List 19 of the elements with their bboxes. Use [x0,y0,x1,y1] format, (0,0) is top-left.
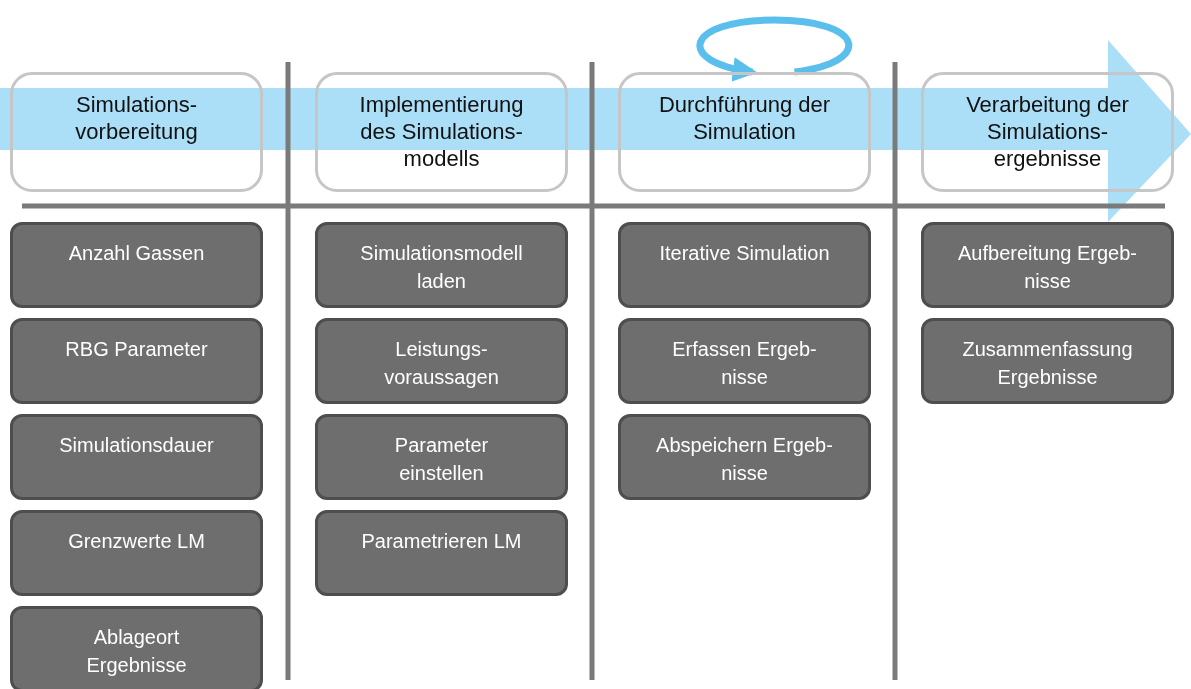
task-box: Abspeichern Ergeb- nisse [618,414,871,500]
task-box: Zusammenfassung Ergebnisse [921,318,1174,404]
task-box: Iterative Simulation [618,222,871,308]
task-box: Erfassen Ergeb- nisse [618,318,871,404]
phase-box: Implementierung des Simulations- modells [315,72,568,192]
task-box: RBG Parameter [10,318,263,404]
task-box: Parameter einstellen [315,414,568,500]
phase-box: Verarbeitung der Simulations- ergebnisse [921,72,1174,192]
task-box: Simulationsdauer [10,414,263,500]
task-box: Grenzwerte LM [10,510,263,596]
task-box: Simulationsmodell laden [315,222,568,308]
loop-arrow [696,16,852,81]
task-box: Anzahl Gassen [10,222,263,308]
task-box: Aufbereitung Ergeb- nisse [921,222,1174,308]
task-box: Ablageort Ergebnisse [10,606,263,689]
task-box: Parametrieren LM [315,510,568,596]
phase-box: Durchführung der Simulation [618,72,871,192]
phase-box: Simulations- vorbereitung [10,72,263,192]
task-box: Leistungs- voraussagen [315,318,568,404]
